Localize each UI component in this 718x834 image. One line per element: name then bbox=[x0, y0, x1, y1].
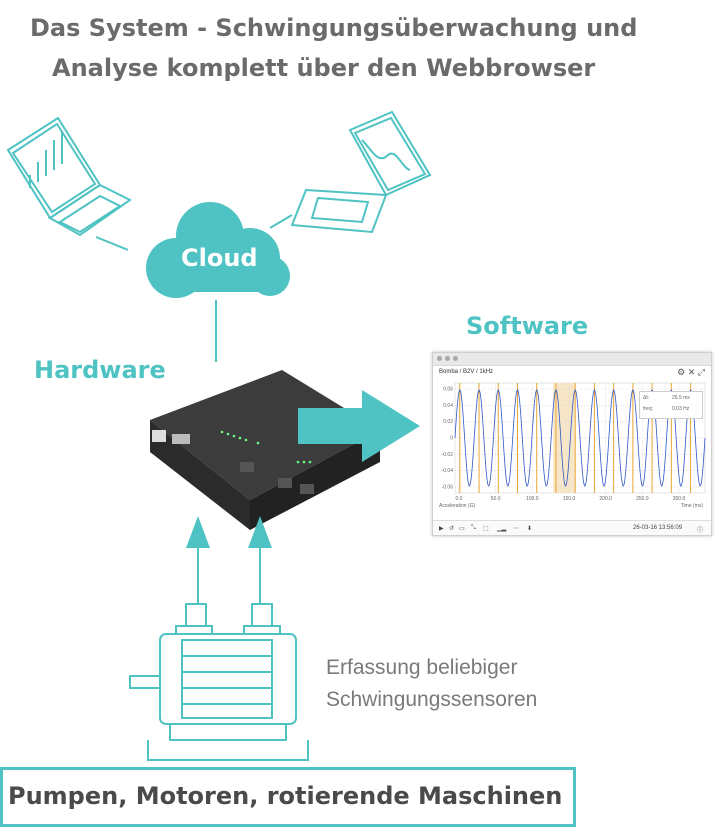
x-tick-label: 350.0 bbox=[673, 496, 686, 502]
y-tick-label: 0.06 bbox=[443, 387, 453, 393]
fit-icon[interactable]: ⤡ bbox=[471, 525, 476, 531]
laptop-right-icon bbox=[290, 110, 432, 234]
software-window-header: Bomba / B2V / 1kHz bbox=[439, 369, 494, 375]
window-dot-icon bbox=[445, 356, 450, 361]
x-axis-label: Time (ms) bbox=[680, 503, 703, 509]
y-tick-label: 0.02 bbox=[443, 419, 453, 425]
close-icon[interactable]: ✕ bbox=[687, 367, 696, 377]
software-window: Bomba / B2V / 1kHz ⚙ ✕ ⤢ 0.06 0.04 0.02 0 -0… bbox=[432, 352, 712, 536]
hardware-device-icon bbox=[150, 370, 380, 530]
select-icon[interactable]: ⬚ bbox=[483, 526, 489, 532]
software-window-tools: ⚙ ✕ ⤢ bbox=[677, 367, 705, 378]
play-icon[interactable]: ▶ bbox=[439, 526, 444, 532]
gear-icon[interactable]: ⚙ bbox=[677, 367, 686, 377]
download-icon[interactable]: ⬇ bbox=[527, 526, 533, 532]
measurement-box: Δt: 26.5 ms freq: 0.03 Hz bbox=[639, 391, 703, 419]
arrow-up-right-icon bbox=[248, 516, 272, 604]
y-tick-label: -0.06 bbox=[442, 485, 454, 491]
x-tick-label: 100.0 bbox=[526, 496, 539, 502]
y-tick-label: -0.04 bbox=[442, 468, 454, 474]
y-axis-label: Acceleration (G) bbox=[439, 503, 476, 509]
x-tick-label: 250.0 bbox=[636, 496, 649, 502]
software-window-titlebar bbox=[433, 353, 711, 366]
software-label: Software bbox=[466, 312, 589, 340]
expand-icon[interactable]: ⤢ bbox=[697, 367, 705, 377]
x-tick-label: 0.0 bbox=[456, 496, 463, 502]
line-laptop-right-cloud bbox=[269, 214, 293, 229]
more-icon[interactable]: ⋯ bbox=[513, 526, 519, 532]
timestamp: 26-03-16 13:56:09 bbox=[633, 525, 683, 531]
freq-label: freq: bbox=[643, 406, 654, 412]
freq-value: 0.03 Hz bbox=[672, 406, 690, 412]
window-dot-icon bbox=[453, 356, 458, 361]
y-tick-label: 0.04 bbox=[443, 403, 453, 409]
laptop-left-icon bbox=[6, 116, 132, 237]
delta-label: Δt: bbox=[643, 395, 650, 401]
zoom-icon[interactable]: ▭ bbox=[459, 526, 465, 532]
title-line-1: Das System - Schwingungsüberwachung und bbox=[30, 14, 638, 42]
x-tick-label: 150.0 bbox=[563, 496, 576, 502]
cloud-label: Cloud bbox=[181, 244, 258, 272]
info-icon[interactable]: ⓘ bbox=[697, 528, 704, 534]
machines-label: Pumpen, Motoren, rotierende Maschinen bbox=[8, 782, 563, 810]
title-line-2: Analyse komplett über den Webbrowser bbox=[52, 54, 596, 82]
hardware-label: Hardware bbox=[34, 356, 166, 384]
line-laptop-left-cloud bbox=[95, 236, 129, 251]
motor-icon bbox=[129, 603, 309, 761]
window-dot-icon bbox=[437, 356, 442, 361]
software-window-toolbar: ▶ ↺ ▭ ⤡ ⬚ ▁▂ ⋯ ⬇ 26-03-16 13:56:09 ⓘ bbox=[433, 520, 711, 535]
cloud-icon bbox=[146, 202, 290, 298]
x-tick-label: 50.0 bbox=[491, 496, 501, 502]
arrow-right-icon bbox=[298, 390, 420, 462]
y-tick-label: 0 bbox=[450, 436, 453, 442]
sensor-caption-line-1: Erfassung beliebiger bbox=[326, 656, 518, 679]
y-tick-label: -0.02 bbox=[442, 452, 454, 458]
sensor-caption-line-2: Schwingungssensoren bbox=[326, 688, 538, 711]
delta-value: 26.5 ms bbox=[672, 395, 690, 401]
spectrum-icon[interactable]: ▁▂ bbox=[497, 526, 507, 532]
x-tick-label: 200.0 bbox=[599, 496, 612, 502]
history-icon[interactable]: ↺ bbox=[449, 526, 455, 532]
arrow-up-left-icon bbox=[186, 516, 210, 604]
machines-box bbox=[0, 767, 576, 827]
